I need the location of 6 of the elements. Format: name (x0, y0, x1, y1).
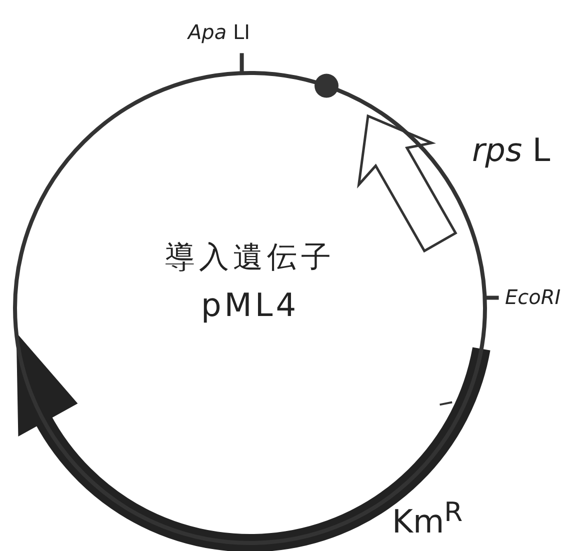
plasmid-name: pML4 (200, 289, 300, 321)
site-label: EcoRI (505, 287, 561, 307)
gene-label: rps L (472, 134, 550, 166)
site-label: Apa LI (188, 22, 250, 42)
plasmid-name: 導入遺伝子 (164, 243, 336, 273)
gene-label: Km$^{R}$ (392, 500, 463, 538)
